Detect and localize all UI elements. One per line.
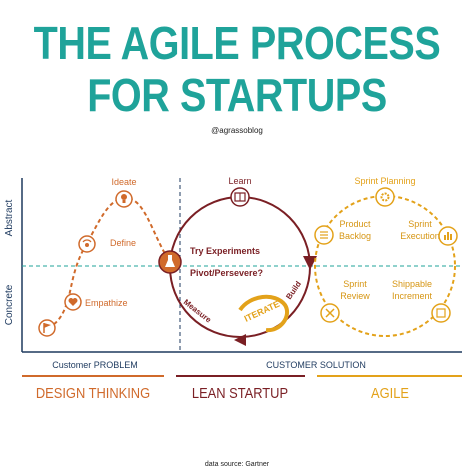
tools-icon [320,303,340,323]
lean-try-experiments: Try Experiments [190,246,260,256]
iterate-swirl [238,294,289,333]
lean-learn-label: Learn [228,176,251,186]
agile-execution-line1: Sprint [408,219,432,229]
agile-review-line1: Sprint [343,279,367,289]
author-handle: @agrassoblog [211,126,263,135]
page-title-line-2: FOR STARTUPS [87,69,387,121]
agile-review-line2: Review [340,291,370,301]
book-icon [230,187,250,207]
step-define: Define [110,238,136,248]
x-axis-label-solution: CUSTOMER SOLUTION [266,360,366,370]
section-design-thinking: DESIGN THINKING [36,384,150,401]
y-axis-label-abstract: Abstract [4,199,15,236]
page-title-line-1: THE AGILE PROCESS [33,17,441,69]
agile-shippable-line2: Increment [392,291,433,301]
build-arrowhead [303,256,317,270]
step-empathize: Empathize [85,298,128,308]
step-ideate: Ideate [111,177,136,187]
broadcast-icon [78,235,96,253]
section-lean-startup: LEAN STARTUP [192,384,288,401]
list-icon [314,225,334,245]
design-thinking-path [47,196,171,329]
box-icon [431,303,451,323]
lean-pivot-persevere: Pivot/Persevere? [190,268,263,278]
lean-build-label: Build [284,280,303,302]
heart-icon [64,293,82,311]
section-agile: AGILE [371,384,409,401]
flask-icon [158,250,182,274]
agile-product-line1: Product [339,219,371,229]
agile-execution-line2: Execution [400,231,440,241]
gears-icon [375,187,395,207]
measure-arrowhead [234,334,246,346]
agile-shippable-line1: Shippable [392,279,432,289]
agile-product-line2: Backlog [339,231,371,241]
agile-sprint-planning: Sprint Planning [354,176,415,186]
flag-icon [38,319,56,337]
lightbulb-icon [115,190,133,208]
lean-startup-loop [169,196,311,338]
y-axis-label-concrete: Concrete [4,284,15,325]
x-axis-label-problem: Customer PROBLEM [52,360,138,370]
chart-icon [438,226,458,246]
data-source-note: data source: Gartner [204,461,270,468]
